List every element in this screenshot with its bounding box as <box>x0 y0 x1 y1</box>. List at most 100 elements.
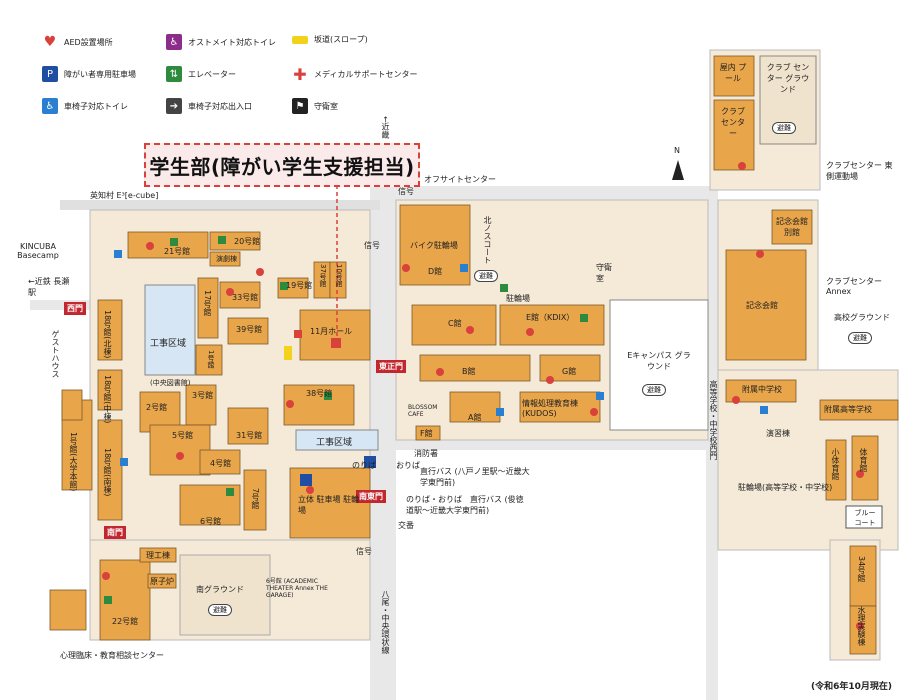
label-6: 6号館 <box>200 517 222 526</box>
e-campus-ground <box>609 299 709 431</box>
slope-icon <box>292 35 308 44</box>
legend-item-parking: P 障がい者専用駐車場 <box>42 66 136 82</box>
bldg-38 <box>283 384 355 426</box>
label-fuzoku-ko: 附属高等学校 <box>824 405 872 414</box>
elevator-markers <box>104 236 588 604</box>
label-5: 5号館 <box>172 431 194 440</box>
label-koko-ground: 高校グラウンド <box>834 313 890 322</box>
label-kitascore: 北ノスコート <box>483 216 492 264</box>
label-ritai: 立体 駐車場 駐輪場 <box>298 495 360 515</box>
label-34: 34号館 <box>857 556 866 583</box>
bldg-f <box>415 425 441 441</box>
label-construction-2: 工事区域 <box>316 438 353 448</box>
label-construction-1: 工事区域 <box>150 339 187 349</box>
aed-heart-icon: ♥ <box>43 34 57 50</box>
legend-label: メディカルサポートセンター <box>314 69 418 79</box>
road-lower <box>396 440 708 450</box>
label-yao: 八尾・中央環状線 <box>381 590 390 654</box>
bldg-c <box>411 304 497 346</box>
label-chutai: 小体育館 <box>831 448 840 480</box>
bldg-4 <box>199 449 241 475</box>
label-oriba: おりば <box>396 461 420 470</box>
label-10: 10号館 <box>335 264 343 287</box>
label-g: G館 <box>562 367 577 376</box>
legend-item-elevator: ⇅ エレベーター <box>166 66 236 82</box>
label-hinan-club: 避難 <box>772 122 796 134</box>
label-koban: 交番 <box>398 521 414 530</box>
bldg-kinen <box>725 249 807 361</box>
label-a: A館 <box>468 413 482 422</box>
label-guesthouse: ゲストハウス <box>51 330 60 378</box>
label-shuei: 守衛室 <box>596 263 612 283</box>
bldg-engeki <box>209 251 241 267</box>
label-club-ground: クラブ センター グラウンド <box>766 63 810 94</box>
label-hinan-south: 避難 <box>208 604 232 616</box>
wheelchair-toilet-markers <box>114 250 768 466</box>
aed-markers <box>102 162 864 630</box>
label-noriba: のりば <box>352 461 376 470</box>
label-e: E館（KDIX） <box>526 313 575 322</box>
legend-label: オストメイト対応トイレ <box>188 37 276 47</box>
bldg-fuzoku-ko <box>819 399 899 421</box>
medical-cross-icon <box>294 330 302 338</box>
bldg-b <box>419 354 531 382</box>
road-top <box>60 200 380 210</box>
page-title: 学生部(障がい学生支援担当) <box>149 154 415 179</box>
label-club: クラブ センター <box>721 107 745 138</box>
label-blossom: BLOSSOM CAFE <box>408 404 438 418</box>
legend-item-slope: 坂道(スロープ) <box>292 34 368 45</box>
label-11: 11月ホール <box>310 327 353 336</box>
label-engeki: 演劇棟 <box>216 255 237 263</box>
bldg-pool <box>713 55 755 97</box>
label-bus2: のりば・おりば 直行バス (俊徳道駅～近畿大学東門前) <box>406 495 524 515</box>
construction-zone-1 <box>144 284 196 376</box>
label-south-ground: 南グラウンド <box>196 585 244 594</box>
label-c: C館 <box>448 319 462 328</box>
label-18s: 18号館(南棟) <box>103 448 112 497</box>
legend-item-medical: ✚ メディカルサポートセンター <box>292 64 418 84</box>
parking-marker-2 <box>364 456 376 468</box>
label-kinki-road: ←近畿 <box>381 116 390 139</box>
bldg-taiiku <box>851 435 879 501</box>
label-enshu: 演習棟 <box>766 429 790 438</box>
label-offsite: オフサイトセンター <box>424 175 496 184</box>
bldg-39 <box>227 317 269 345</box>
bldg-18c <box>97 369 123 411</box>
label-shobosho: 消防署 <box>414 449 438 458</box>
south-ground <box>179 554 271 636</box>
target-marker <box>331 338 341 348</box>
label-kinen-bekkan: 記念会館 別館 <box>776 217 808 237</box>
label-club-east: クラブセンター 東側運動場 <box>826 161 893 181</box>
wheelchair-toilet-icon: ♿ <box>42 98 58 114</box>
label-koko-nishimon: 高等学校・中学校西門 <box>709 380 718 460</box>
date-stamp: (令和6年10月現在) <box>810 682 892 692</box>
medical-cross-icon: ✚ <box>293 64 307 84</box>
label-shingo-2: 信号 <box>364 241 380 250</box>
elevator-icon: ⇅ <box>166 66 182 82</box>
road-west <box>30 300 90 310</box>
label-3: 3号館 <box>192 391 214 400</box>
bldg-rikou <box>139 547 177 563</box>
label-kincuba: KINCUBA Basecamp <box>17 242 59 260</box>
label-4: 4号館 <box>210 459 232 468</box>
bldg-suiri <box>849 605 877 655</box>
label-bus1: 直行バス (八戸ノ里駅～近畿大学東門前) <box>420 467 530 487</box>
label-hinan-e: 避難 <box>642 384 666 396</box>
gate-west: 西門 <box>64 302 86 315</box>
legend-label: AED設置場所 <box>64 37 113 47</box>
bldg-chutai <box>825 439 847 501</box>
label-bike: バイク駐輪場 <box>410 241 458 250</box>
bldg-33 <box>219 281 261 309</box>
bldg-21 <box>127 231 209 259</box>
label-37: 37号館 <box>319 264 327 287</box>
label-lib: (中央図書館) <box>150 379 191 387</box>
label-38: 38号館 <box>306 389 333 398</box>
legend-label: 障がい者専用駐車場 <box>64 69 136 79</box>
label-rikou: 理工棟 <box>146 551 170 560</box>
label-22: 22号館 <box>112 617 139 626</box>
bldg-fuzoku-chu <box>725 379 797 403</box>
gate-south-east: 南東門 <box>356 490 386 503</box>
bldg-31 <box>227 407 269 445</box>
label-17: 17号館 <box>203 290 212 317</box>
bldg-guest <box>61 389 83 421</box>
